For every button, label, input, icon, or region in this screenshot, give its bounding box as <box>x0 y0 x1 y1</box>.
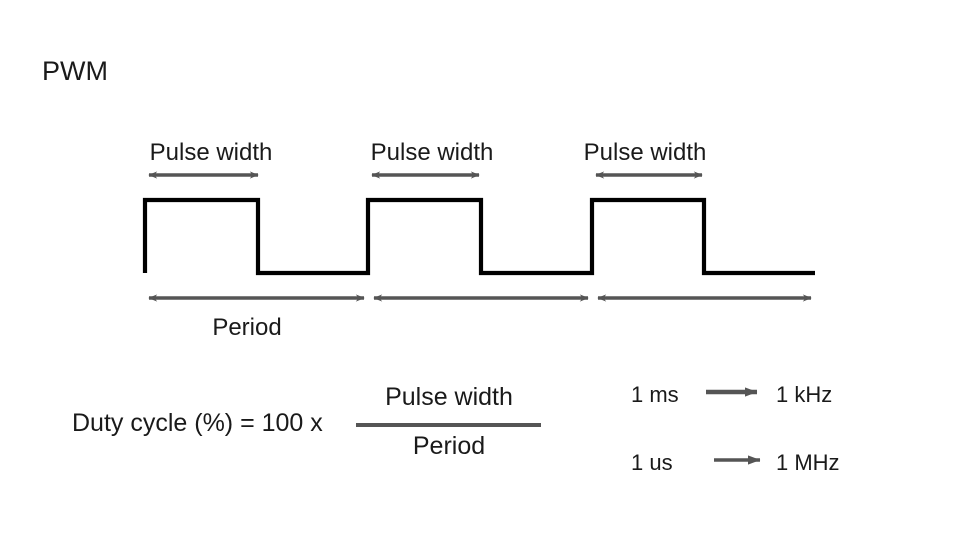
page-title: PWM <box>42 56 108 86</box>
duty-cycle-formula-numerator: Pulse width <box>385 383 513 411</box>
pulse-width-label-2: Pulse width <box>370 139 494 166</box>
pulse-width-label-3: Pulse width <box>583 139 707 166</box>
conversion-2-from: 1 us <box>631 450 673 475</box>
conversion-1-from: 1 ms <box>631 382 679 407</box>
duty-cycle-formula-denominator: Period <box>412 432 486 460</box>
duty-cycle-formula-lhs: Duty cycle (%) = 100 x <box>72 409 323 437</box>
period-label: Period <box>212 314 282 341</box>
conversion-1-to: 1 kHz <box>776 382 833 407</box>
pwm-waveform <box>142 197 815 276</box>
pulse-width-label-1: Pulse width <box>149 139 273 166</box>
conversion-2-to: 1 MHz <box>776 450 840 475</box>
